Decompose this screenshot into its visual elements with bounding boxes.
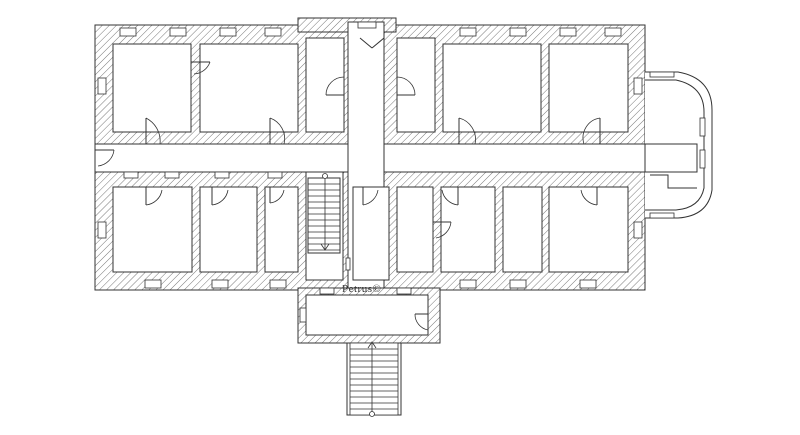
window (633, 221, 643, 239)
opening (319, 287, 335, 295)
door (359, 37, 385, 49)
door (441, 187, 459, 206)
window (357, 21, 377, 29)
window (169, 27, 187, 37)
window (579, 279, 597, 289)
window (633, 77, 643, 95)
bay-window-2 (699, 149, 706, 169)
door (269, 187, 285, 204)
opening (267, 171, 283, 179)
stair-arrow-icon (320, 243, 330, 251)
window (144, 279, 162, 289)
windows (97, 21, 643, 323)
door (145, 117, 161, 145)
opening (214, 171, 230, 179)
window (219, 27, 237, 37)
room-south-4 (352, 186, 390, 281)
room-north-2 (199, 43, 299, 133)
door (582, 117, 601, 145)
bay-window-3 (649, 71, 675, 78)
south-rooms (112, 171, 629, 281)
door (362, 187, 379, 206)
window (459, 279, 477, 289)
door (458, 117, 476, 145)
window (97, 77, 107, 95)
interior-staircase (307, 173, 351, 271)
door (211, 187, 229, 206)
door (269, 117, 285, 145)
room-north-6 (548, 43, 629, 133)
room-north-4 (396, 37, 436, 133)
window (97, 221, 107, 239)
window (211, 279, 229, 289)
entrance-stair-treads (350, 348, 398, 410)
entrance-stair-start-marker (369, 411, 375, 417)
door (191, 61, 211, 75)
entrance-staircase (346, 341, 402, 417)
window (509, 27, 527, 37)
entrance-stair-arrow-icon (367, 341, 377, 349)
room-south-1 (112, 186, 193, 273)
stair-start-marker (322, 173, 328, 179)
door (396, 76, 416, 96)
room-north-1 (112, 43, 192, 133)
door (580, 187, 598, 206)
room-south-6 (440, 186, 496, 273)
room-south-2 (199, 186, 258, 273)
door (433, 221, 452, 239)
designer-signature: Petrus© (342, 283, 381, 295)
east-bay (644, 71, 713, 219)
room-south-5 (396, 186, 434, 273)
door (95, 149, 115, 167)
door (325, 76, 345, 96)
corridors (94, 21, 651, 336)
opening (123, 171, 139, 179)
stair-treads (308, 183, 340, 251)
stair-post (345, 257, 351, 271)
room-north-3 (305, 37, 345, 133)
room-north-5 (442, 43, 542, 133)
corridor-openings (123, 171, 412, 295)
window (459, 27, 477, 37)
bay-window-1 (699, 117, 706, 137)
window (559, 27, 577, 37)
doors (95, 37, 601, 331)
window (269, 279, 287, 289)
door (414, 313, 429, 331)
window (604, 27, 622, 37)
room-south-8 (548, 186, 629, 273)
stair-run (307, 177, 341, 254)
window (299, 307, 307, 323)
bay-corridor (644, 143, 698, 173)
bay-window-4 (649, 212, 675, 219)
door (145, 187, 163, 206)
bay-step-wall (650, 174, 697, 189)
south-vestibule (305, 294, 429, 336)
window (119, 27, 137, 37)
room-south-7 (502, 186, 543, 273)
opening (164, 171, 180, 179)
opening (396, 287, 412, 295)
north-rooms (112, 37, 629, 133)
window (264, 27, 282, 37)
window (509, 279, 527, 289)
